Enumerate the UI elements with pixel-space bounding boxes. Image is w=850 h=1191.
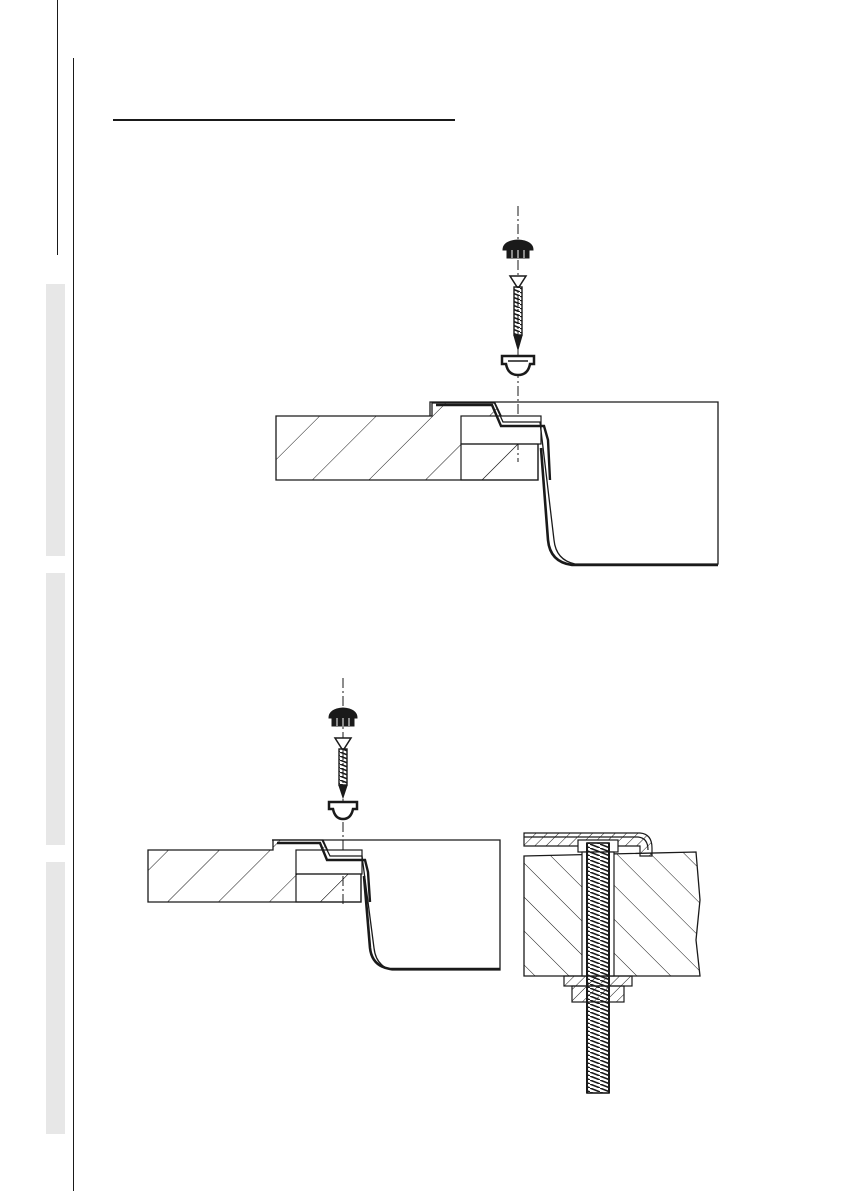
- worktop-inner-block: [461, 416, 541, 444]
- fig-bottom-right-bolt-section: [524, 833, 700, 1093]
- cap-icon: [329, 708, 357, 726]
- screw-icon: [510, 276, 526, 349]
- fig-bottom-left-inset-sink-fixing: [148, 678, 500, 970]
- threaded-rod: [587, 843, 609, 1093]
- plug-icon: [329, 802, 357, 819]
- fig-top-inset-sink-fixing: [276, 206, 718, 565]
- screw-icon: [335, 738, 351, 797]
- plug-icon: [502, 356, 534, 375]
- cap-icon: [503, 240, 533, 258]
